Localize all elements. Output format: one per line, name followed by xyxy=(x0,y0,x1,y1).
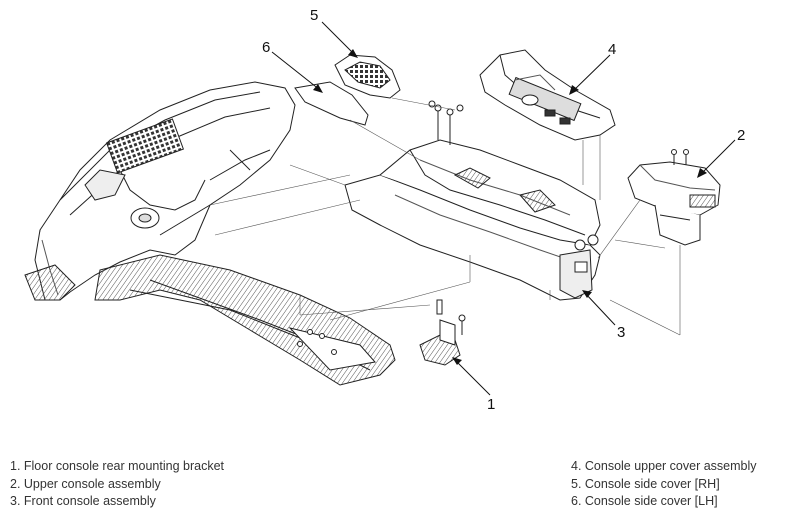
leader-lines xyxy=(271,21,736,396)
legend-item: 1. Floor console rear mounting bracket xyxy=(10,459,224,473)
legend-left: 1. Floor console rear mounting bracket 2… xyxy=(10,458,224,511)
callout-3: 3 xyxy=(617,324,626,341)
callout-5: 5 xyxy=(310,7,319,24)
exploded-view-diagram xyxy=(24,21,736,396)
leader-arrowheads xyxy=(313,49,707,365)
legend-item: 5. Console side cover [RH] xyxy=(571,476,720,491)
floor-tunnel-illustration xyxy=(24,254,396,386)
upper-console-assembly-illustration xyxy=(627,149,721,246)
legend-item: 4. Console upper cover assembly xyxy=(571,459,757,473)
console-side-cover-rh-illustration xyxy=(334,54,401,99)
callout-2: 2 xyxy=(737,127,746,144)
front-console-assembly-illustration xyxy=(344,100,601,301)
callout-4: 4 xyxy=(608,41,617,58)
console-side-cover-lh-illustration xyxy=(294,81,369,126)
callout-6: 6 xyxy=(262,39,271,56)
alignment-lines xyxy=(209,97,681,336)
rear-mounting-bracket-illustration xyxy=(419,299,466,366)
legend-right: 4. Console upper cover assembly 5. Conso… xyxy=(571,458,757,511)
callout-1: 1 xyxy=(487,396,496,413)
legend-item: 3. Front console assembly xyxy=(10,494,156,508)
legend-item: 6. Console side cover [LH] xyxy=(571,494,718,508)
legend-item: 2. Upper console assembly xyxy=(10,476,161,491)
console-upper-cover-illustration xyxy=(479,49,616,141)
